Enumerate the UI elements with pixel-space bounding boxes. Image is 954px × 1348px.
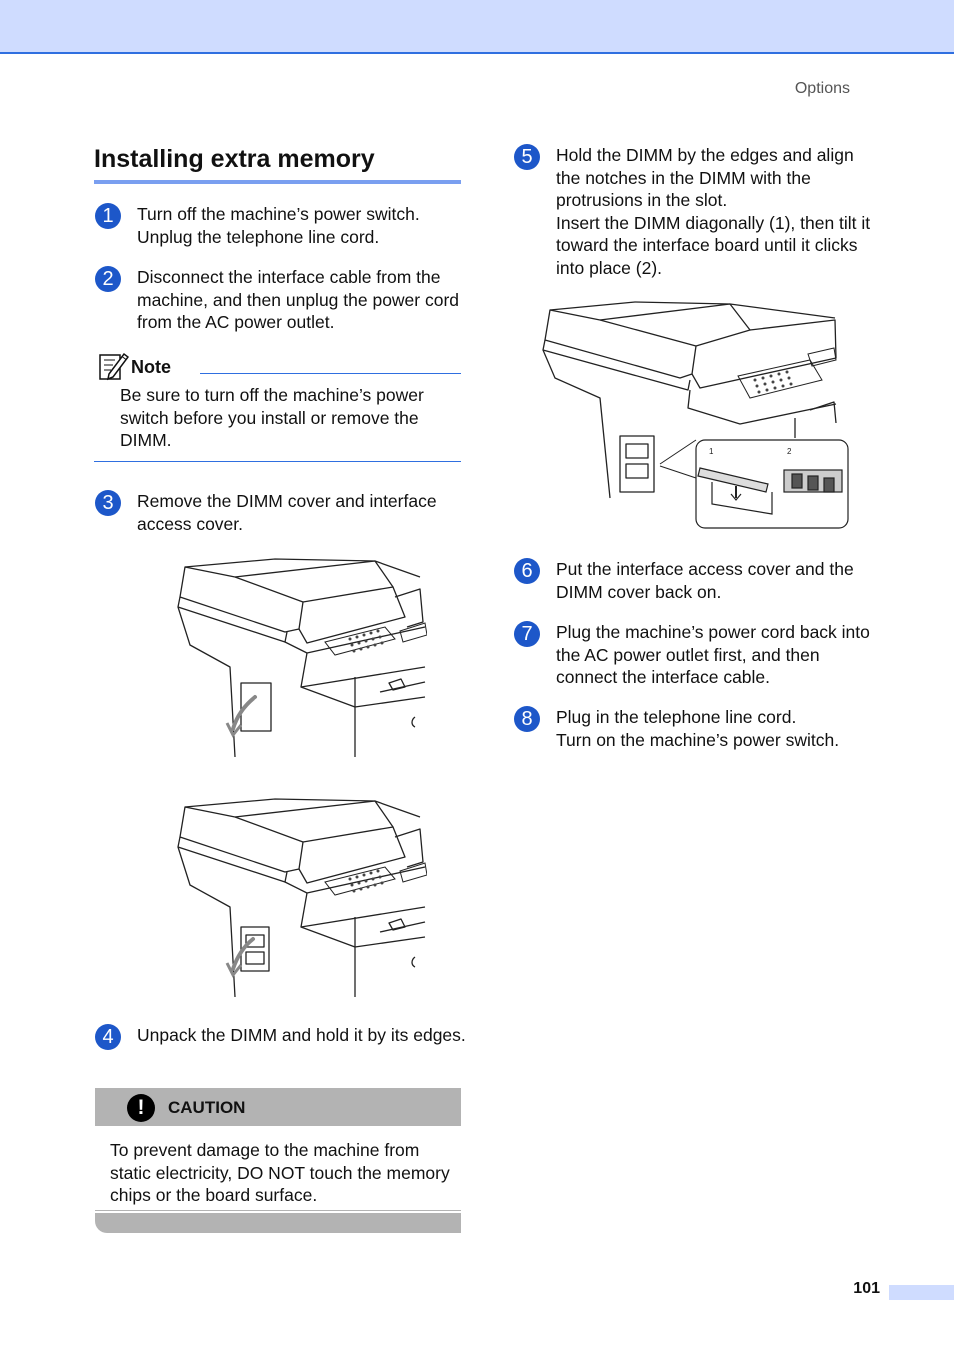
step-number-badge: 4: [95, 1024, 121, 1050]
exclamation-icon: !: [127, 1094, 155, 1122]
dimm-insertion-illustration: 1 2: [542, 301, 849, 529]
step-text: Plug in the telephone line cord. Turn on…: [556, 706, 882, 751]
step-line: Remove the DIMM cover and interface acce…: [137, 491, 437, 534]
step-line: Insert the DIMM diagonally (1), then til…: [556, 212, 871, 278]
title-rule: [94, 180, 461, 184]
caution-text: To prevent damage to the machine from st…: [110, 1140, 450, 1205]
running-head: Options: [794, 80, 850, 97]
note-rule: [200, 373, 461, 374]
step-number-badge: 1: [95, 203, 121, 229]
step-text: Disconnect the interface cable from the …: [137, 266, 467, 334]
step-line: Plug in the telephone line cord.: [556, 707, 797, 727]
caution-footer-band: [95, 1213, 461, 1233]
step-text: Remove the DIMM cover and interface acce…: [137, 490, 467, 535]
step-number-badge: 7: [514, 621, 540, 647]
note-label: Note: [131, 357, 171, 377]
step-number-badge: 5: [514, 144, 540, 170]
note-text: Be sure to turn off the machine’s power …: [120, 385, 424, 450]
callout-label: 1: [709, 447, 714, 456]
step-line: Unplug the telephone line cord.: [137, 226, 380, 247]
caution-label: CAUTION: [168, 1098, 246, 1117]
step-text: Plug the machine’s power cord back into …: [556, 621, 882, 689]
step-text: Turn off the machine’s power switch. Unp…: [137, 203, 467, 248]
page-tab: [889, 1285, 954, 1300]
step-line: Unpack the DIMM and hold it by its edges…: [137, 1025, 466, 1045]
step-number-badge: 8: [514, 706, 540, 732]
header-band: [0, 0, 954, 54]
caution-header: ! CAUTION: [95, 1088, 461, 1126]
step-text: Put the interface access cover and the D…: [556, 558, 882, 603]
step-number-badge: 2: [95, 266, 121, 292]
step-line: Turn off the machine’s power switch.: [137, 204, 420, 224]
step-line: Turn on the machine’s power switch.: [556, 729, 840, 750]
machine-illustration-cover-removal: [177, 558, 427, 758]
step-line: Hold the DIMM by the edges and align the…: [556, 145, 854, 210]
callout-label: 2: [787, 447, 792, 456]
note-pencil-icon: [99, 352, 129, 381]
page-title: Installing extra memory: [94, 145, 375, 173]
step-line: Put the interface access cover and the D…: [556, 559, 854, 602]
machine-illustration-interface-access: [177, 798, 427, 998]
step-number-badge: 3: [95, 490, 121, 516]
step-text: Hold the DIMM by the edges and align the…: [556, 144, 882, 279]
page-number: 101: [853, 1280, 880, 1297]
step-line: Disconnect the interface cable from the …: [137, 267, 460, 332]
step-text: Unpack the DIMM and hold it by its edges…: [137, 1024, 467, 1047]
note-rule-bottom: [94, 461, 461, 462]
step-line: Plug the machine’s power cord back into …: [556, 622, 870, 687]
caution-rule: [95, 1210, 461, 1211]
step-number-badge: 6: [514, 558, 540, 584]
